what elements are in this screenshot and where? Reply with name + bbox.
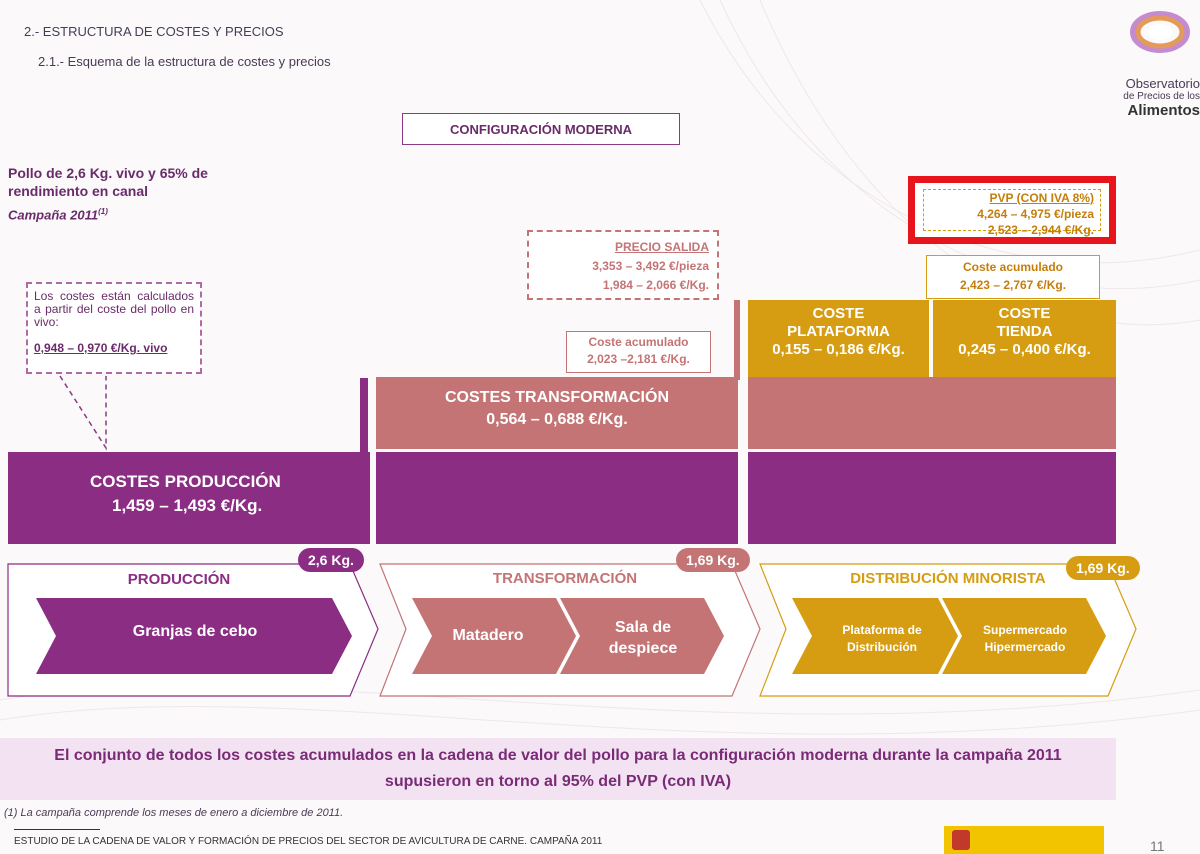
campana-sup: (1) xyxy=(98,207,108,216)
plataforma-line1: Plataforma de xyxy=(842,623,922,637)
coste-acumulado-2-title: Coste acumulado xyxy=(962,260,1064,274)
conclusion-banner: El conjunto de todos los costes acumulad… xyxy=(0,738,1116,800)
costes-transformacion-block: COSTES TRANSFORMACIÓN 0,564 – 0,688 €/Kg… xyxy=(376,377,738,449)
produccion-carry-block-2 xyxy=(376,452,738,544)
coste-acumulado-2-value: 2,423 – 2,767 €/Kg. xyxy=(959,278,1067,292)
granjas-label: Granjas de cebo xyxy=(132,623,258,640)
section-title: 2.- ESTRUCTURA DE COSTES Y PRECIOS xyxy=(24,24,284,39)
campana-label: Campaña 2011(1) xyxy=(8,207,108,222)
distribucion-title: DISTRIBUCIÓN MINORISTA xyxy=(850,570,1046,587)
plataforma-line2: Distribución xyxy=(846,640,917,654)
precio-salida-kg: 1,984 – 2,066 €/Kg. xyxy=(602,278,709,292)
stage-chevrons xyxy=(7,563,1137,697)
coste-plataforma-title2: PLATAFORMA xyxy=(787,323,890,340)
pvp-box: PVP (CON IVA 8%) 4,264 – 4,975 €/pieza 2… xyxy=(923,189,1101,237)
study-title: ESTUDIO DE LA CADENA DE VALOR Y FORMACIÓ… xyxy=(14,836,603,847)
plataforma-distribucion-label: Plataforma de Distribución xyxy=(812,622,952,656)
pvp-kg: 2,523 – 2,944 €/Kg. xyxy=(987,223,1094,237)
coste-plataforma-value: 0,155 – 0,186 €/Kg. xyxy=(772,341,905,358)
campana-text: Campaña 2011 xyxy=(8,207,99,223)
coste-acumulado-2: Coste acumulado 2,423 – 2,767 €/Kg. xyxy=(926,255,1100,299)
produccion-title: PRODUCCIÓN xyxy=(127,571,231,588)
note-text: Los costes están calculados a partir del… xyxy=(34,289,194,329)
supermercado-label: Supermercado Hipermercado xyxy=(960,622,1090,656)
sala-line2: despiece xyxy=(608,640,678,657)
coste-tienda-value: 0,245 – 0,400 €/Kg. xyxy=(958,341,1091,358)
purple-connector xyxy=(360,378,368,452)
sala-line1: Sala de xyxy=(614,619,672,636)
coste-acumulado-1-value: 2,023 –2,181 €/Kg. xyxy=(587,352,690,366)
ministry-logo xyxy=(944,826,1104,854)
note-value: 0,948 – 0,970 €/Kg. vivo xyxy=(34,341,168,355)
coste-tienda-block: COSTE TIENDA 0,245 – 0,400 €/Kg. xyxy=(933,300,1116,377)
costes-transformacion-value: 0,564 – 0,688 €/Kg. xyxy=(486,411,628,428)
logo-line1: Observatorio xyxy=(1125,76,1200,91)
supermercado-line2: Hipermercado xyxy=(984,640,1066,654)
coste-plataforma-block: COSTE PLATAFORMA 0,155 – 0,186 €/Kg. xyxy=(748,300,929,377)
footnote: (1) La campaña comprende los meses de en… xyxy=(4,807,344,819)
badge-1-69-kg-transformacion: 1,69 Kg. xyxy=(676,548,750,572)
rose-connector xyxy=(734,300,740,380)
ring-logo-icon xyxy=(1130,11,1190,53)
pvp-pieza: 4,264 – 4,975 €/pieza xyxy=(977,207,1094,221)
badge-1-69-kg-distribucion: 1,69 Kg. xyxy=(1066,556,1140,580)
coste-tienda-title2: TIENDA xyxy=(996,323,1053,340)
conclusion-line1: El conjunto de todos los costes acumulad… xyxy=(54,747,1062,764)
coste-vivo-note: Los costes están calculados a partir del… xyxy=(26,282,202,374)
costes-transformacion-title: COSTES TRANSFORMACIÓN xyxy=(445,389,669,406)
pollo-description: Pollo de 2,6 Kg. vivo y 65% de rendimien… xyxy=(8,165,208,199)
costes-produccion-block: COSTES PRODUCCIÓN 1,459 – 1,493 €/Kg. xyxy=(8,452,370,544)
precio-salida-pieza: 3,353 – 3,492 €/pieza xyxy=(592,259,709,273)
supermercado-line1: Supermercado xyxy=(982,623,1068,637)
transformacion-title: TRANSFORMACIÓN xyxy=(492,570,638,587)
sala-despiece-label: Sala de despiece xyxy=(578,617,708,659)
config-title: CONFIGURACIÓN MODERNA xyxy=(402,113,680,145)
pvp-highlight: PVP (CON IVA 8%) 4,264 – 4,975 €/pieza 2… xyxy=(908,176,1116,244)
logo-line3: Alimentos xyxy=(1127,102,1200,119)
pvp-title: PVP (CON IVA 8%) xyxy=(989,191,1094,205)
coste-plataforma-title1: COSTE xyxy=(812,305,865,322)
footnote-rule xyxy=(14,829,100,830)
costes-produccion-value: 1,459 – 1,493 €/Kg. xyxy=(112,496,263,515)
callout-pointer xyxy=(59,375,107,451)
coste-acumulado-1-title: Coste acumulado xyxy=(588,335,689,349)
logo-line2: de Precios de los xyxy=(1123,91,1200,102)
costes-produccion-title: COSTES PRODUCCIÓN xyxy=(90,472,281,491)
page-number: 11 xyxy=(1150,838,1165,854)
observatorio-logo: Observatorio de Precios de los Alimentos xyxy=(1090,10,1200,119)
precio-salida-title: PRECIO SALIDA xyxy=(614,240,709,254)
produccion-carry-block-3 xyxy=(748,452,1116,544)
coste-tienda-title1: COSTE xyxy=(998,305,1051,322)
precio-salida-box: PRECIO SALIDA 3,353 – 3,492 €/pieza 1,98… xyxy=(527,230,719,300)
transformacion-carry-block xyxy=(748,377,1116,449)
matadero-label: Matadero xyxy=(452,627,524,644)
conclusion-line2: supusieron en torno al 95% del PVP (con … xyxy=(384,773,732,790)
subsection-title: 2.1.- Esquema de la estructura de costes… xyxy=(38,54,331,69)
coste-acumulado-1: Coste acumulado 2,023 –2,181 €/Kg. xyxy=(566,331,711,373)
badge-2-6-kg: 2,6 Kg. xyxy=(298,548,364,572)
coat-of-arms-icon xyxy=(952,830,970,850)
